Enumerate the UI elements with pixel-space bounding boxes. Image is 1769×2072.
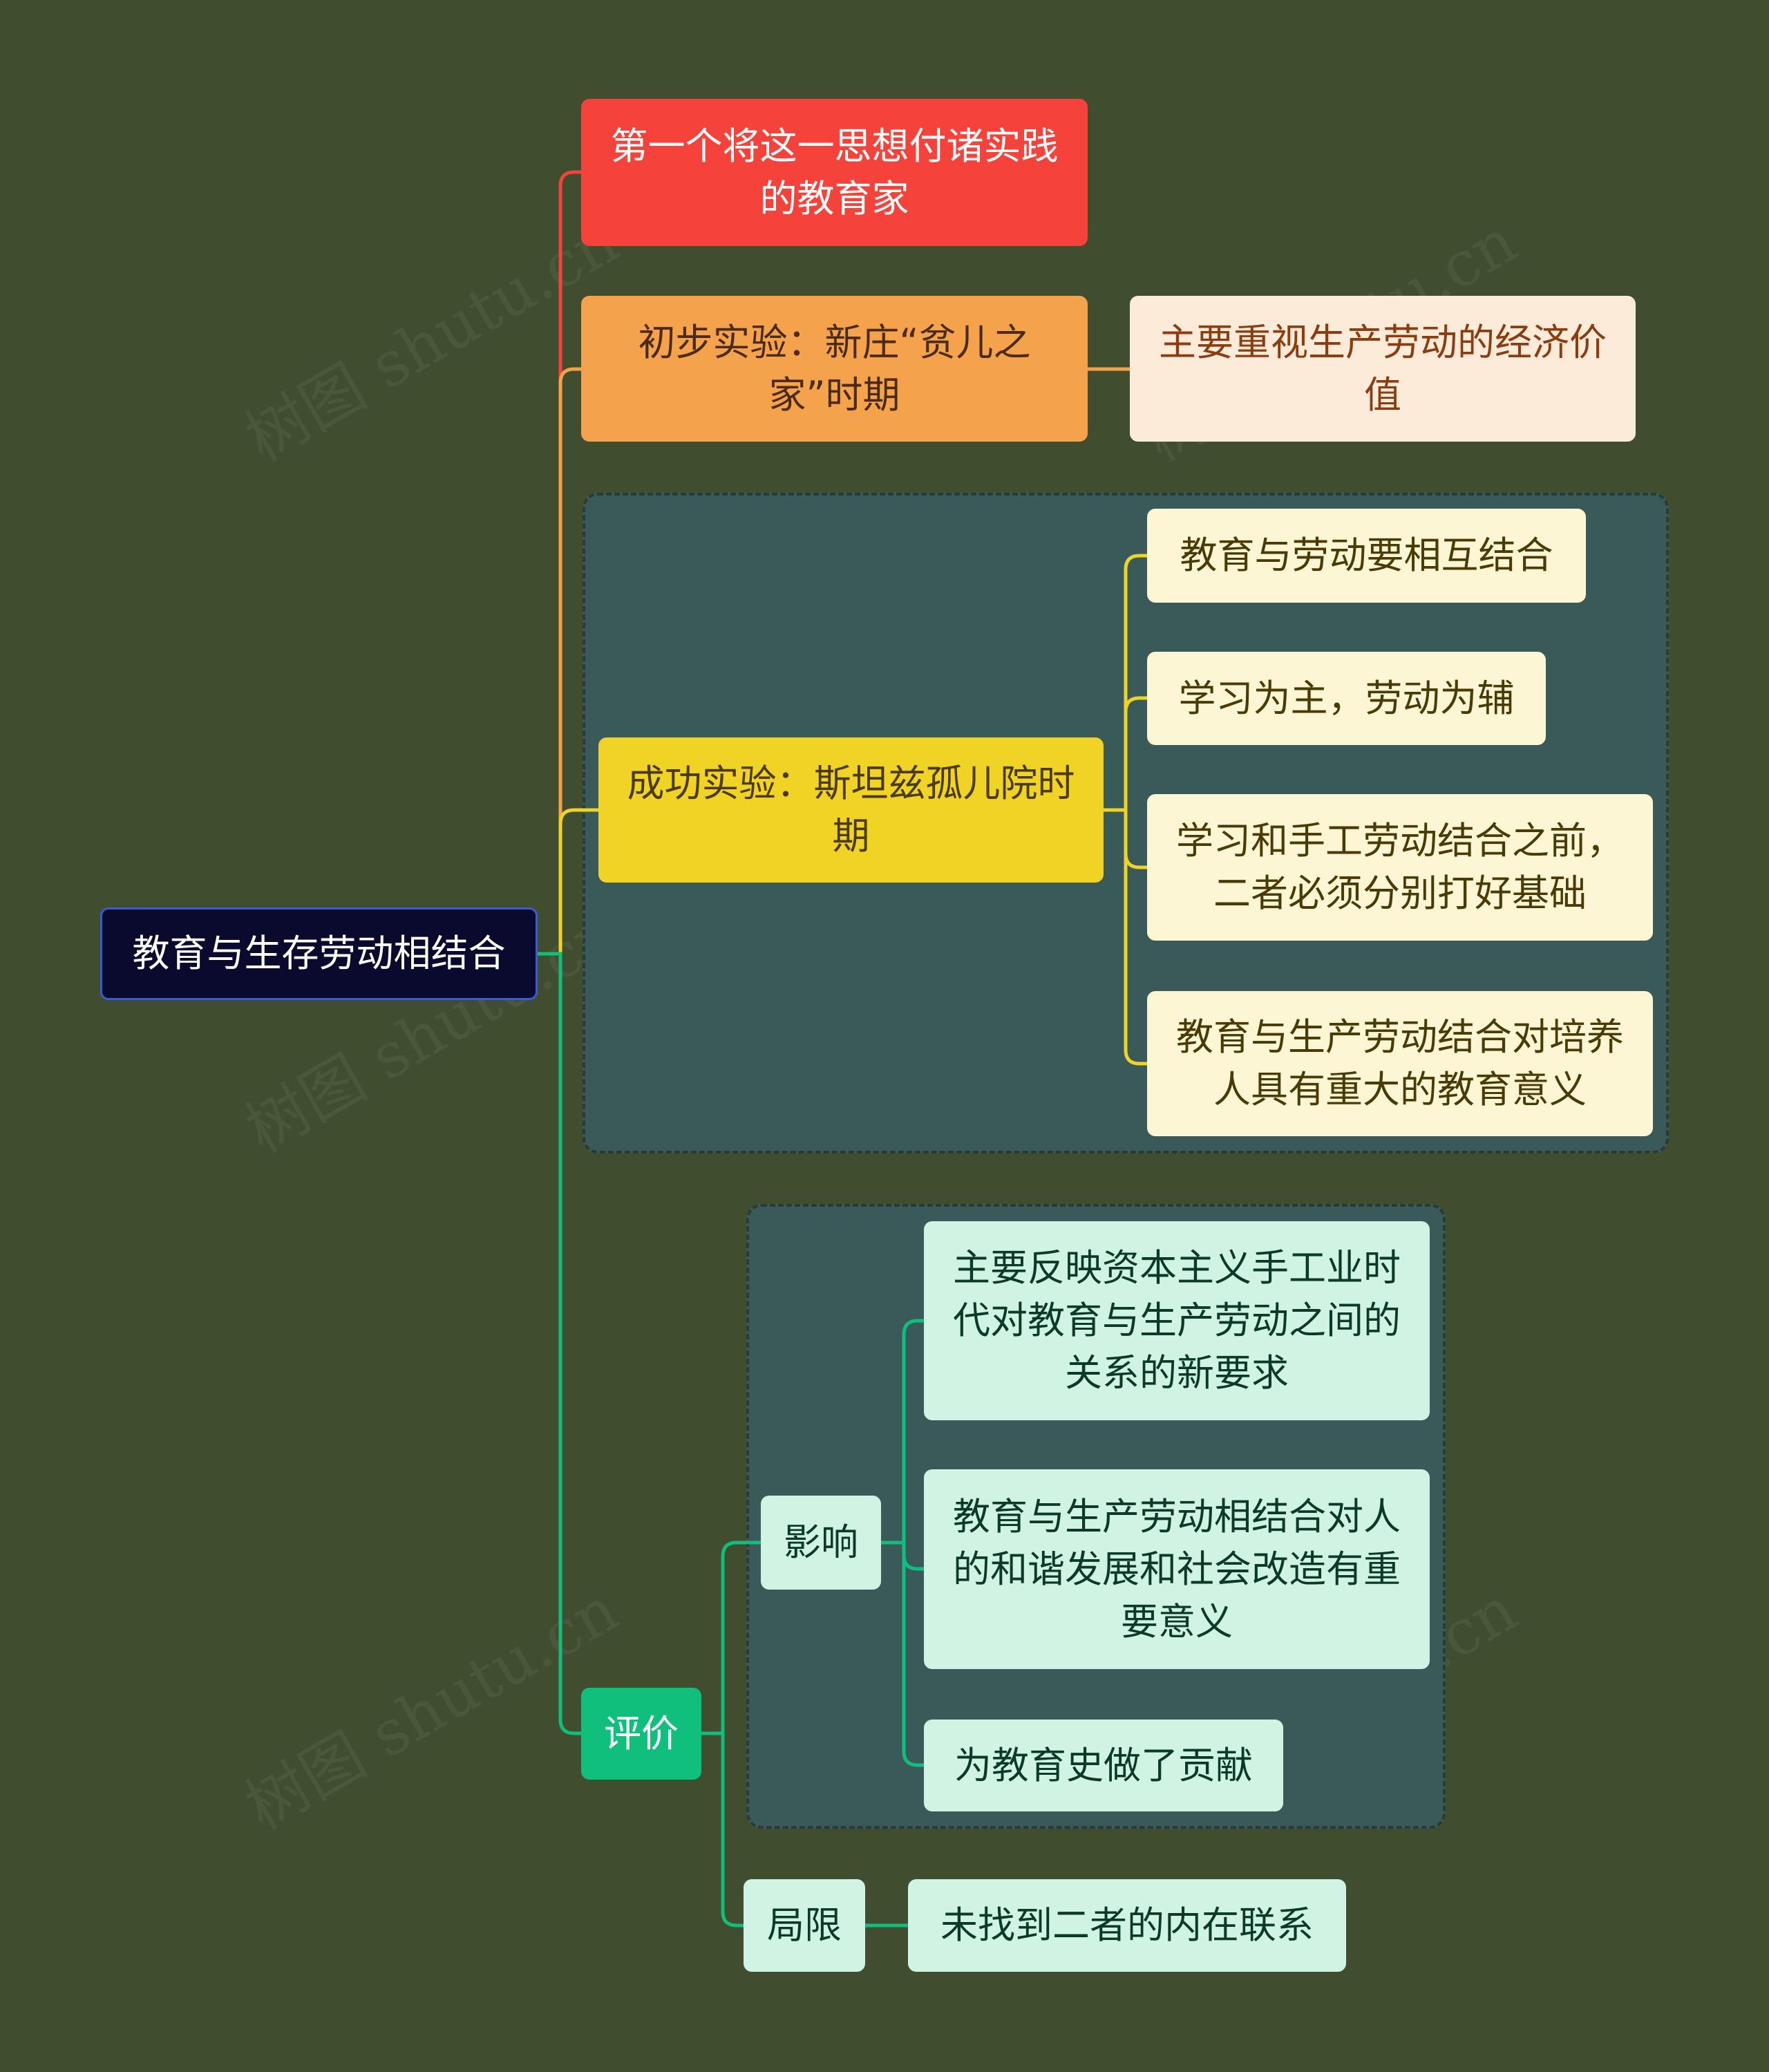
success-child[interactable]: 教育与劳动要相互结合 [1147,509,1586,603]
node-economic-value[interactable]: 主要重视生产劳动的经济价值 [1130,296,1636,442]
connector-influence [701,1541,761,1735]
connector-yellow [538,808,598,956]
success-child[interactable]: 学习和手工劳动结合之前，二者必须分别打好基础 [1147,794,1653,941]
influence-child[interactable]: 教育与生产劳动相结合对人的和谐发展和社会改造有重要意义 [924,1469,1430,1669]
connector-influence-1 [881,1319,924,1545]
limitation-child[interactable]: 未找到二者的内在联系 [908,1879,1346,1972]
connector-success-3 [1124,810,1147,869]
influence-child[interactable]: 主要反映资本主义手工业时代对教育与生产劳动之间的关系的新要求 [924,1221,1430,1420]
success-child[interactable]: 教育与生产劳动结合对培养人具有重大的教育意义 [1147,991,1653,1136]
node-preliminary-experiment[interactable]: 初步实验：新庄“贫儿之家”时期 [581,296,1088,442]
root-node[interactable]: 教育与生存劳动相结合 [100,907,538,1000]
connector-limitation [721,1733,744,1928]
success-child[interactable]: 学习为主，劳动为辅 [1147,652,1546,745]
node-first-educator[interactable]: 第一个将这一思想付诸实践的教育家 [581,99,1088,246]
connector-success-2 [1124,696,1147,810]
node-evaluation[interactable]: 评价 [581,1688,701,1780]
node-influence[interactable]: 影响 [761,1496,881,1590]
connector-influence-2 [902,1543,924,1571]
connector-green [538,952,581,1735]
connector-success-4 [1124,810,1147,1066]
node-success-experiment[interactable]: 成功实验：斯坦兹孤儿院时期 [598,737,1104,883]
connector-influence-3 [902,1543,924,1767]
connector-orange [538,367,581,956]
connector-success-1 [1104,554,1147,812]
connector-red [538,170,581,956]
influence-child[interactable]: 为教育史做了贡献 [924,1720,1283,1811]
node-limitation[interactable]: 局限 [744,1879,865,1972]
